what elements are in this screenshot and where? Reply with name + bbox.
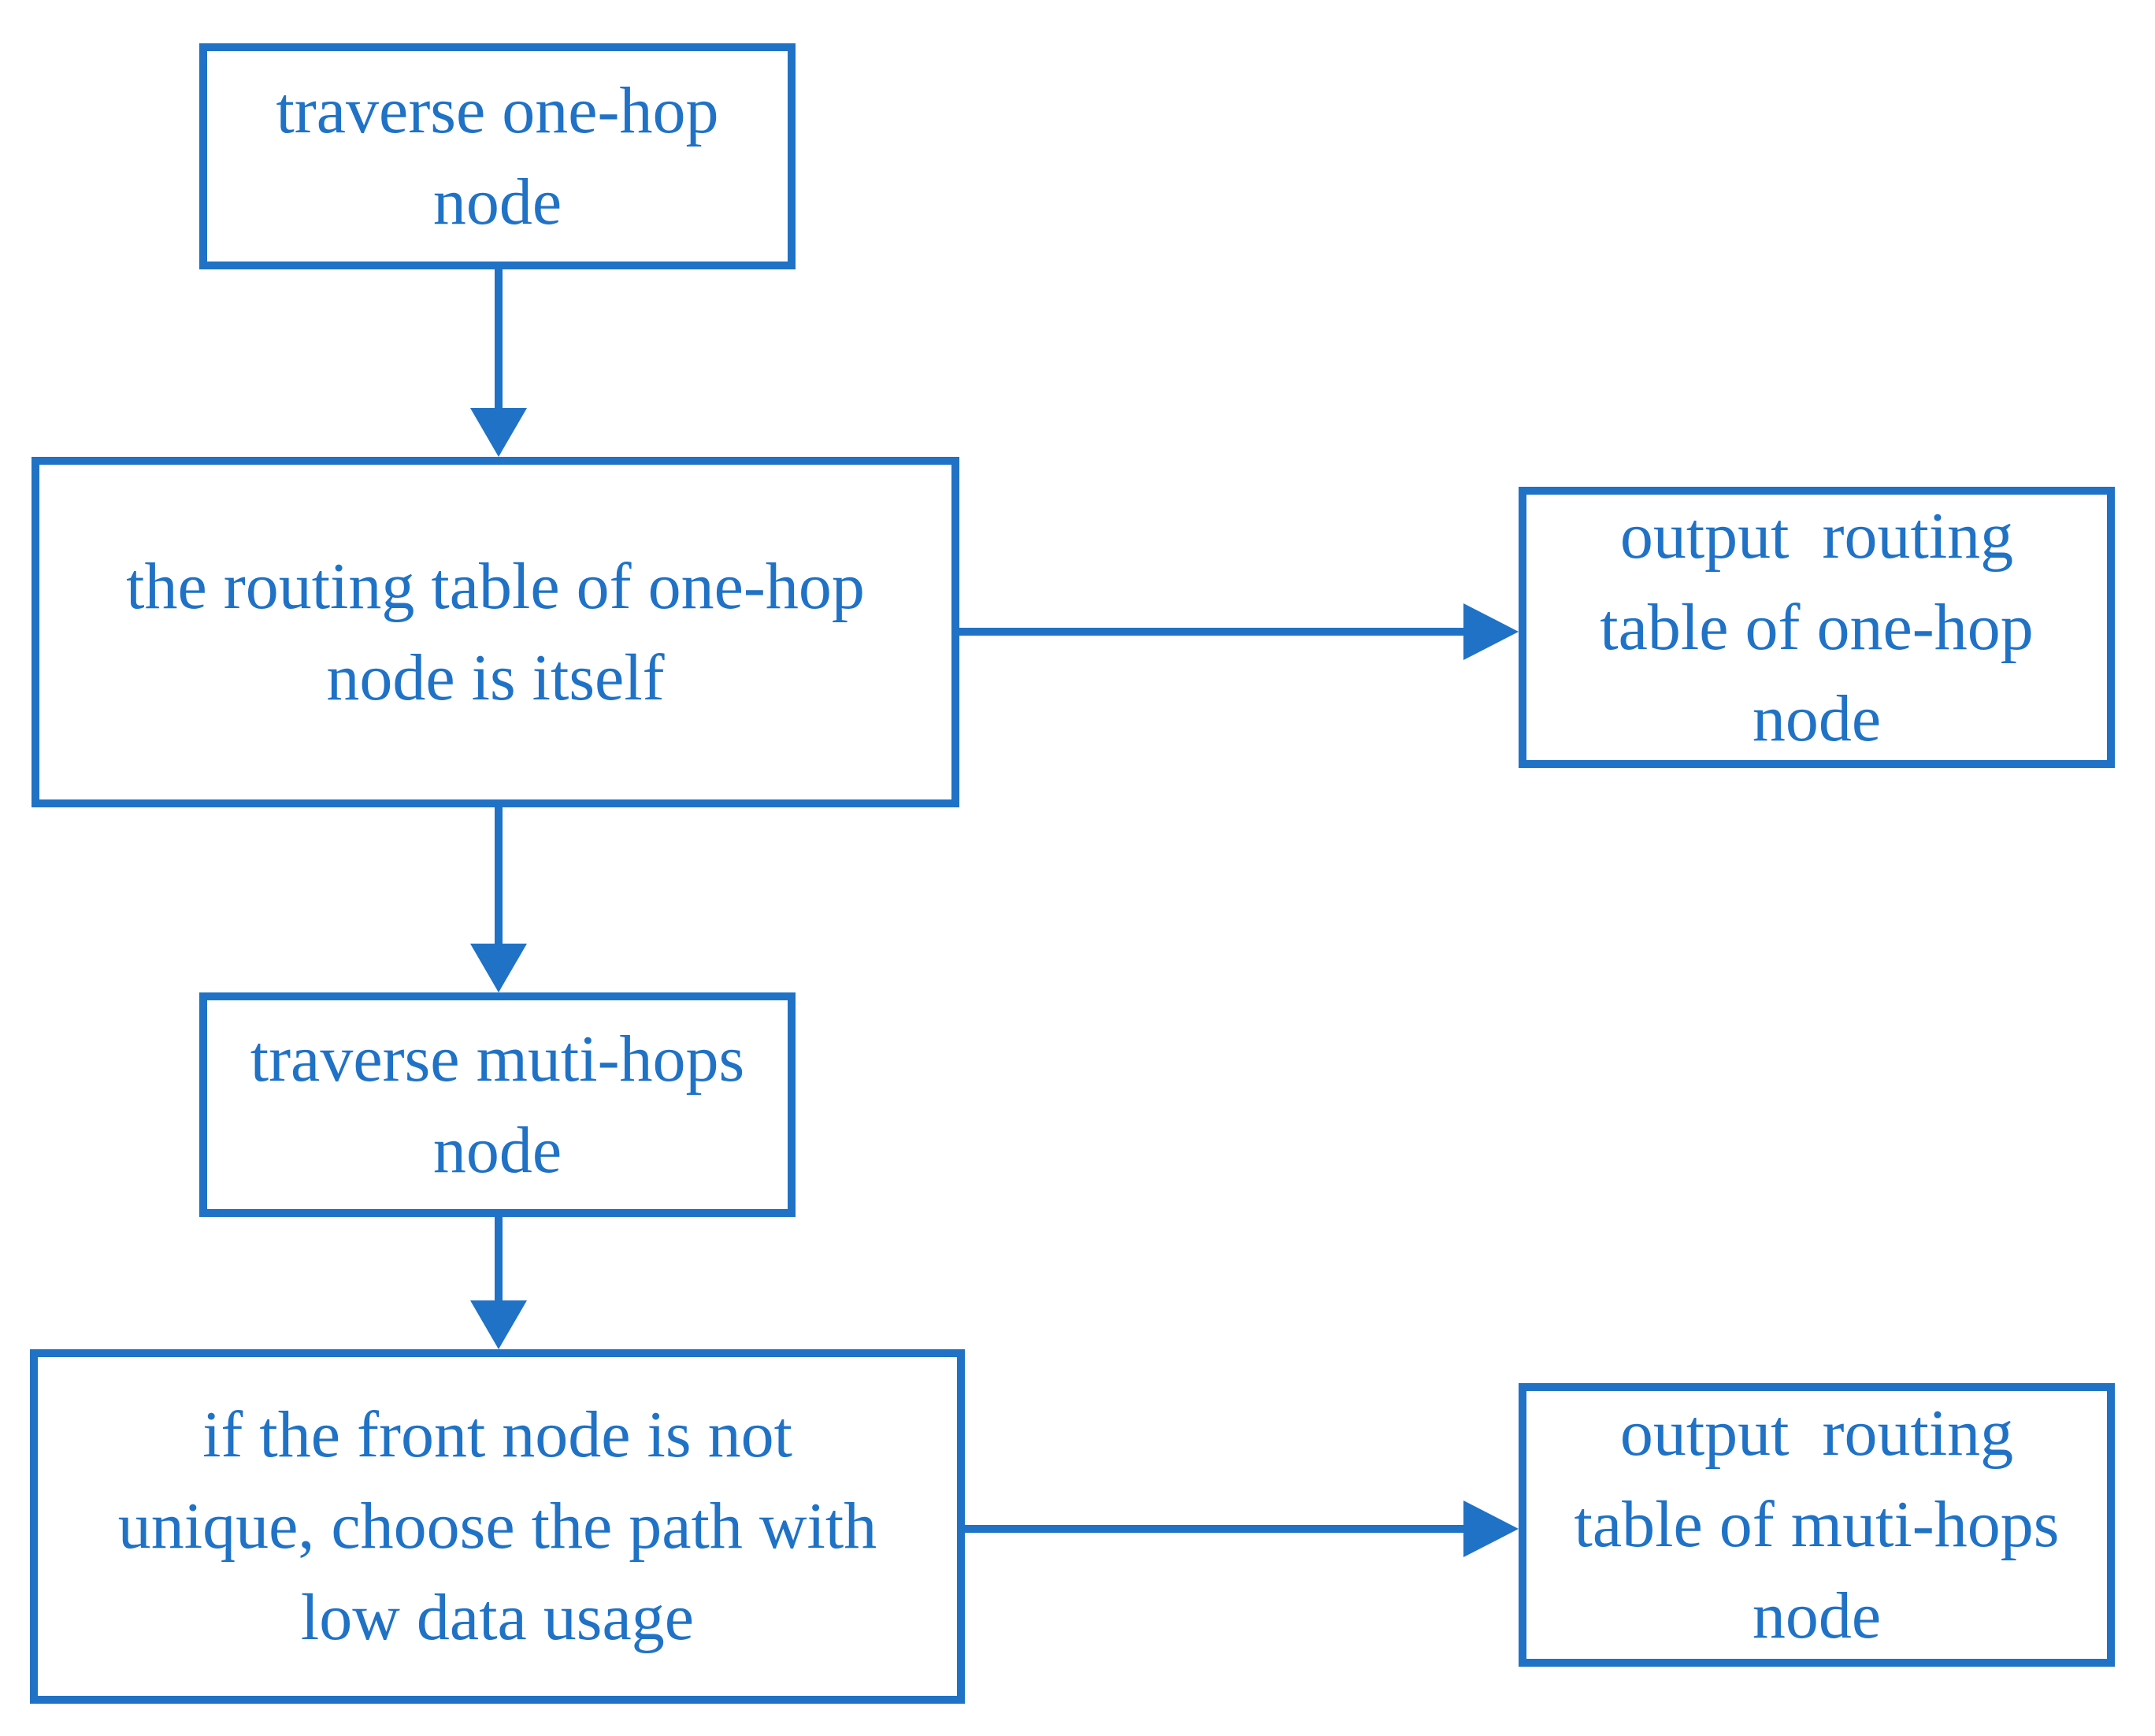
arrowhead-right-icon — [1463, 1500, 1519, 1557]
arrowhead-right-icon — [1463, 603, 1519, 660]
connector-line-a-b — [495, 269, 503, 411]
node-label: the routing table of one-hop node is its… — [126, 549, 865, 714]
node-traverse-one-hop: traverse one-hop node — [199, 43, 796, 269]
node-label: output routing table of one-hop node — [1600, 499, 2034, 755]
arrowhead-down-icon — [470, 1300, 527, 1349]
node-label: output routing table of muti-hops node — [1574, 1397, 2060, 1653]
arrowhead-down-icon — [470, 408, 527, 457]
node-label: traverse muti-hops node — [250, 1022, 745, 1187]
node-output-routing-table-one-hop: output routing table of one-hop node — [1519, 487, 2115, 768]
node-traverse-muti-hops: traverse muti-hops node — [199, 992, 796, 1217]
node-label: if the front node is not unique, choose … — [117, 1398, 877, 1654]
connector-line-e-f — [965, 1525, 1465, 1533]
connector-line-b-d — [495, 807, 503, 945]
node-label: traverse one-hop node — [276, 73, 719, 239]
node-front-node-not-unique: if the front node is not unique, choose … — [30, 1349, 965, 1704]
node-routing-table-one-hop: the routing table of one-hop node is its… — [32, 457, 959, 807]
connector-line-d-e — [495, 1217, 503, 1302]
node-output-routing-table-muti-hops: output routing table of muti-hops node — [1519, 1383, 2115, 1667]
arrowhead-down-icon — [470, 944, 527, 992]
connector-line-b-c — [959, 628, 1465, 636]
